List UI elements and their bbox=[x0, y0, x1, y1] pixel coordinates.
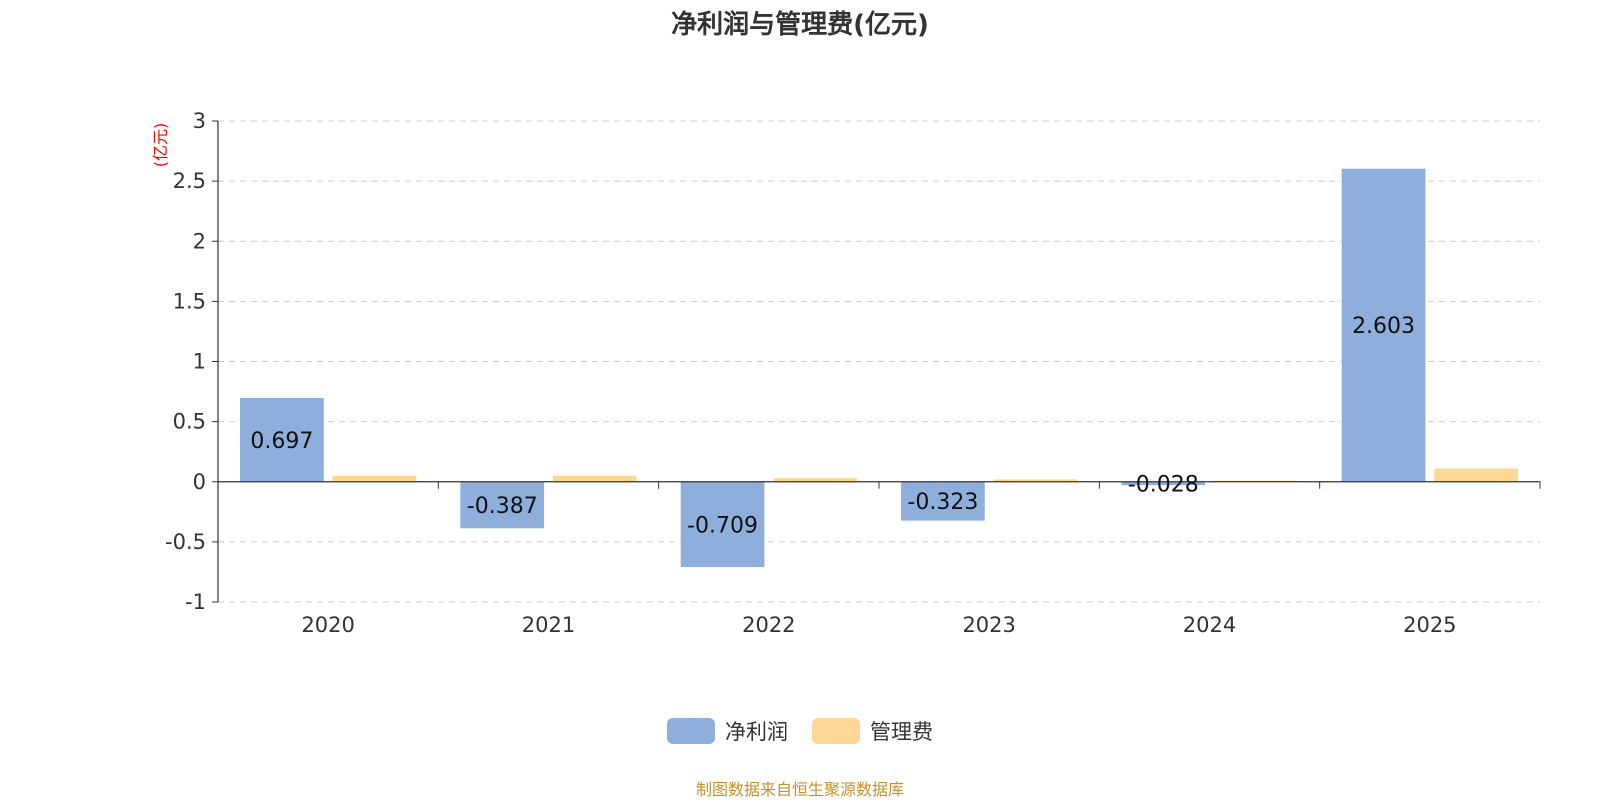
y-tick-label: 2 bbox=[193, 229, 206, 253]
data-label: -0.709 bbox=[687, 513, 758, 538]
data-label: 2.603 bbox=[1352, 314, 1415, 339]
legend: 净利润 管理费 bbox=[0, 716, 1600, 746]
data-label: -0.323 bbox=[907, 490, 978, 515]
y-axis-label: (亿元) bbox=[151, 123, 170, 168]
bar-management-fee[interactable] bbox=[1213, 480, 1298, 482]
x-tick-label: 2024 bbox=[1183, 613, 1236, 637]
legend-swatch-net-profit bbox=[667, 718, 715, 744]
bar-management-fee[interactable] bbox=[1434, 468, 1518, 482]
data-label: -0.387 bbox=[467, 494, 538, 519]
legend-swatch-management-fee bbox=[812, 718, 860, 744]
chart-title: 净利润与管理费(亿元) bbox=[671, 10, 929, 40]
bar-chart: 3 2.5 2 1.5 1 0.5 0 -0.5 -1 2020 2021 2022 2023 2024 2… bbox=[151, 109, 1541, 637]
y-tick-label: 3 bbox=[193, 109, 206, 133]
y-tick-label: 1 bbox=[193, 350, 206, 374]
x-tick-label: 2025 bbox=[1403, 613, 1456, 637]
data-label: 0.697 bbox=[250, 429, 313, 454]
bar-net-profit[interactable] bbox=[901, 481, 985, 521]
y-tick-label: 2.5 bbox=[173, 169, 206, 193]
data-labels: 0.697 -0.387 -0.709 -0.323 -0.028 2.603 bbox=[250, 314, 1415, 538]
legend-label-net-profit: 净利润 bbox=[725, 720, 788, 744]
axes: 3 2.5 2 1.5 1 0.5 0 -0.5 -1 2020 2021 2022 2023 2024 2… bbox=[165, 109, 1541, 637]
y-tick-label: 0.5 bbox=[173, 410, 206, 434]
bars bbox=[240, 168, 1518, 568]
x-tick-label: 2021 bbox=[522, 613, 575, 637]
bar-net-profit[interactable] bbox=[680, 481, 765, 568]
x-tick-label: 2020 bbox=[301, 613, 354, 637]
data-label: -0.028 bbox=[1128, 472, 1199, 497]
data-source-note: 制图数据来自恒生聚源数据库 bbox=[695, 780, 904, 799]
y-tick-label: -0.5 bbox=[165, 530, 206, 554]
bar-net-profit[interactable] bbox=[1341, 168, 1426, 482]
legend-item-management-fee[interactable]: 管理费 bbox=[812, 716, 933, 746]
y-tick-label: 0 bbox=[193, 470, 206, 494]
legend-item-net-profit[interactable]: 净利润 bbox=[667, 716, 788, 746]
bar-net-profit[interactable] bbox=[240, 397, 324, 482]
legend-label-management-fee: 管理费 bbox=[870, 720, 933, 744]
bar-management-fee[interactable] bbox=[773, 478, 857, 482]
bar-net-profit[interactable] bbox=[1121, 481, 1206, 486]
x-tick-label: 2023 bbox=[962, 613, 1015, 637]
bar-management-fee[interactable] bbox=[552, 475, 637, 482]
bar-management-fee[interactable] bbox=[332, 475, 417, 482]
y-tick-label: 1.5 bbox=[173, 289, 206, 313]
bar-net-profit[interactable] bbox=[460, 481, 545, 529]
bar-management-fee[interactable] bbox=[993, 479, 1078, 482]
y-tick-label: -1 bbox=[185, 590, 206, 614]
x-tick-label: 2022 bbox=[742, 613, 795, 637]
gridlines bbox=[218, 120, 1540, 603]
